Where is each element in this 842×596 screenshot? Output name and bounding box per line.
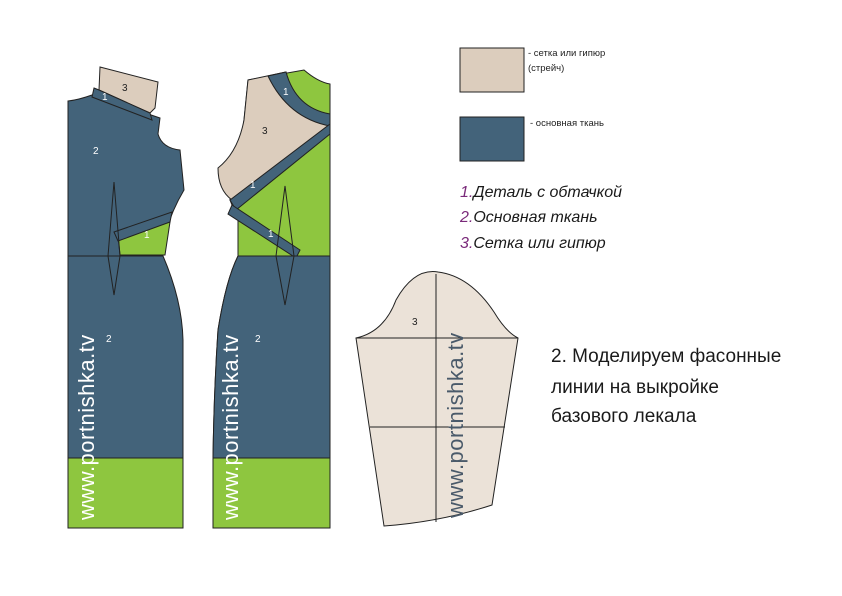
step-item-2: 2.Основная ткань: [459, 209, 598, 226]
legend: - сетка или гипюр (стрейч) - основная тк…: [459, 47, 605, 162]
caption-line-3: базового лекала: [551, 406, 697, 427]
front-skirt-panel: [67, 255, 184, 459]
back-binding-neck: [267, 71, 331, 127]
back-pattern-piece: [212, 69, 331, 529]
front-label-3: 3: [122, 83, 128, 94]
front-pattern-piece: [67, 66, 185, 529]
legend-mesh-sublabel: (стрейч): [528, 63, 564, 74]
sleeve-watermark: www.portnishka.tv: [443, 332, 468, 519]
front-dart-lower: [107, 255, 121, 296]
front-hem-band: [67, 457, 184, 529]
back-label-1-low: 1: [268, 229, 274, 240]
front-mesh-panel: [98, 66, 159, 114]
sleeve-label-3: 3: [412, 317, 418, 328]
front-label-2-skirt: 2: [106, 334, 112, 345]
caption-line-2: линии на выкройке: [551, 377, 719, 398]
back-dart-lower: [275, 255, 295, 306]
back-label-1-top: 1: [283, 87, 289, 98]
back-label-1-mid: 1: [250, 180, 256, 191]
front-label-2-top: 2: [93, 146, 99, 157]
caption-line-1: 2. Моделируем фасонные: [551, 346, 781, 367]
legend-main-label: - основная ткань: [530, 118, 604, 129]
front-binding-strip: [91, 87, 153, 121]
step-item-1: 1.Деталь с обтачкой: [460, 184, 622, 201]
front-binding-diagonal: [113, 211, 173, 242]
caption: 2. Моделируем фасонные линии на выкройке…: [551, 346, 781, 427]
back-dart-upper: [275, 185, 295, 257]
legend-swatch-mesh: [459, 47, 525, 93]
back-label-3: 3: [262, 126, 268, 137]
front-watermark: www.portnishka.tv: [74, 334, 99, 521]
steps-list: 1.Деталь с обтачкой 2.Основная ткань 3.С…: [459, 184, 622, 252]
back-label-2-skirt: 2: [255, 334, 261, 345]
legend-swatch-main: [459, 116, 525, 162]
legend-mesh-label: - сетка или гипюр: [528, 48, 605, 59]
back-skirt-panel: [212, 255, 331, 459]
sleeve-pattern-piece: [355, 271, 519, 527]
sleeve-panel: [355, 271, 519, 527]
front-dart-upper: [107, 181, 121, 257]
step-item-3: 3.Сетка или гипюр: [460, 235, 606, 252]
front-label-1-top: 1: [102, 92, 108, 103]
back-watermark: www.portnishka.tv: [218, 334, 243, 521]
front-label-1-mid: 1: [144, 230, 150, 241]
